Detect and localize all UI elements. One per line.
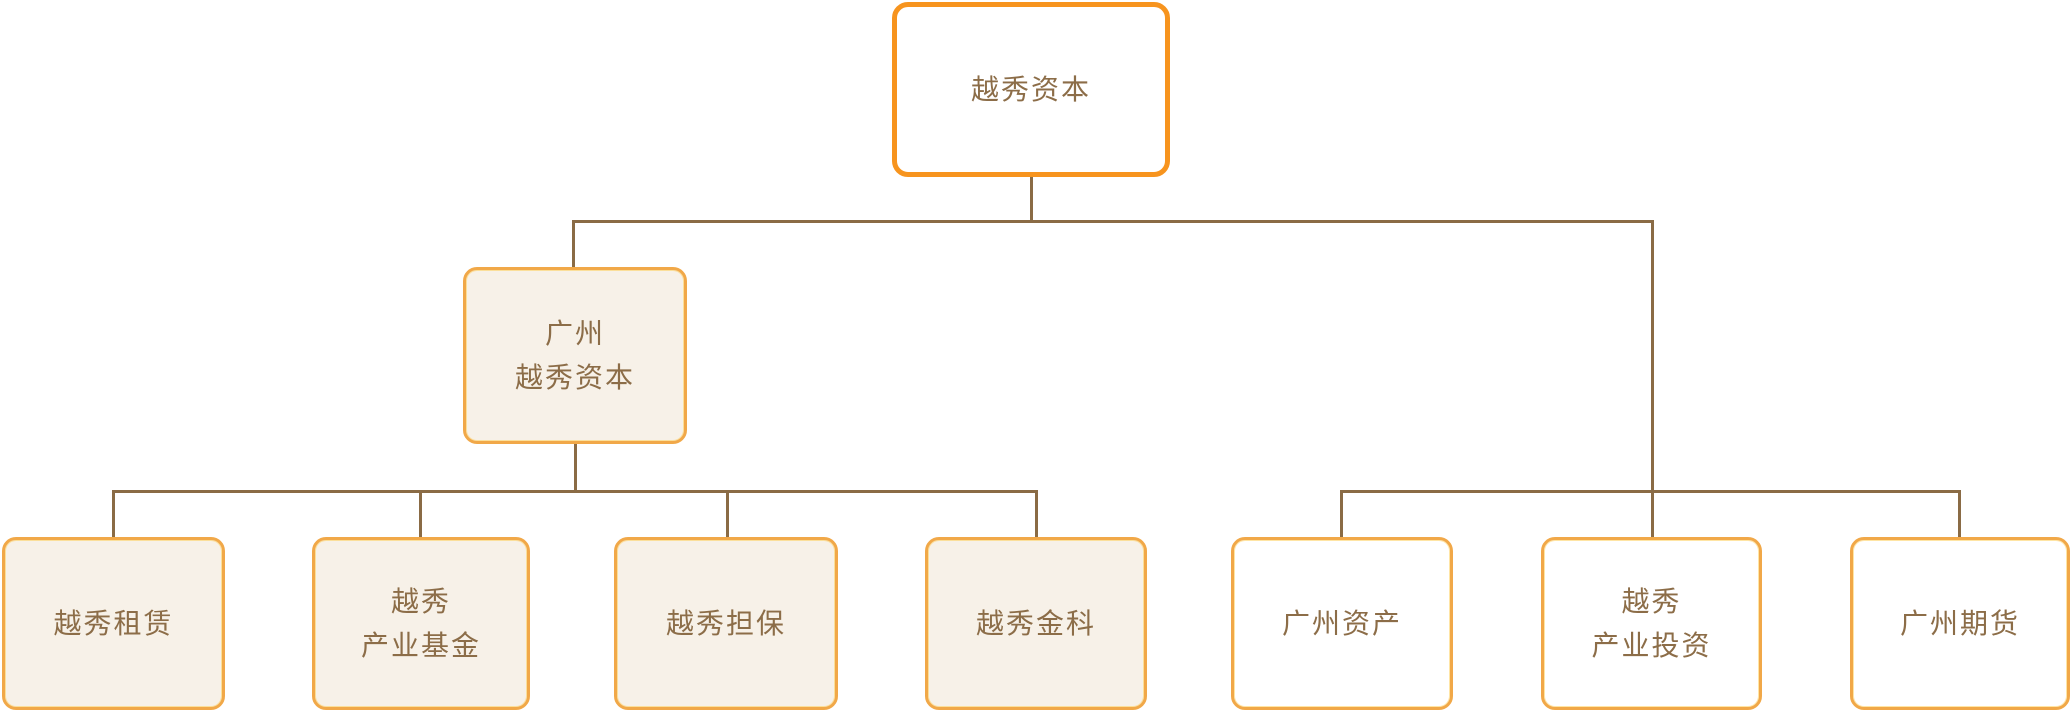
- org-node-label: 越秀担保: [665, 607, 786, 639]
- connector-drop-gz-yuexiu: [572, 220, 575, 267]
- org-node-label: 越秀金科: [975, 607, 1096, 639]
- connector-drop-assets: [1340, 490, 1343, 537]
- org-node-yuexiu-fintech[interactable]: 越秀金科: [925, 537, 1147, 710]
- org-node-yuexiu-guarantee[interactable]: 越秀担保: [614, 537, 838, 710]
- connector-riser-gz-yuexiu: [574, 444, 577, 493]
- org-node-yuexiu-capital[interactable]: 越秀资本: [892, 2, 1170, 177]
- connector-right-horizontal: [1340, 490, 1961, 493]
- connector-top-horizontal: [572, 220, 1654, 223]
- org-node-guangzhou-yuexiu-capital[interactable]: 广州 越秀资本: [463, 267, 687, 444]
- org-node-label-line2: 产业基金: [360, 629, 481, 661]
- connector-drop-leasing: [112, 490, 115, 537]
- org-node-label: 广州资产: [1281, 607, 1402, 639]
- org-node-label: 广州期货: [1899, 607, 2020, 639]
- connector-drop-industrial-fund: [419, 490, 422, 537]
- connector-drop-guarantee: [726, 490, 729, 537]
- connector-root-riser: [1030, 177, 1033, 222]
- org-node-label-line1: 越秀: [1621, 586, 1682, 618]
- org-node-label: 越秀资本: [970, 73, 1091, 105]
- org-node-yuexiu-industrial-fund[interactable]: 越秀 产业基金: [312, 537, 530, 710]
- connector-drop-industrial-investment: [1651, 220, 1654, 537]
- org-node-yuexiu-leasing[interactable]: 越秀租赁: [2, 537, 225, 710]
- connector-left-horizontal: [112, 490, 1038, 493]
- connector-drop-fintech: [1035, 490, 1038, 537]
- org-node-guangzhou-futures[interactable]: 广州期货: [1850, 537, 2070, 710]
- org-node-label-line1: 越秀: [390, 586, 451, 618]
- org-node-label-line2: 产业投资: [1591, 629, 1712, 661]
- org-node-label-line2: 越秀资本: [514, 361, 635, 393]
- connector-drop-futures: [1958, 490, 1961, 537]
- org-node-label: 越秀租赁: [53, 607, 174, 639]
- org-node-guangzhou-assets[interactable]: 广州资产: [1231, 537, 1453, 710]
- org-node-label-line1: 广州: [544, 318, 605, 350]
- org-node-yuexiu-industrial-investment[interactable]: 越秀 产业投资: [1541, 537, 1762, 710]
